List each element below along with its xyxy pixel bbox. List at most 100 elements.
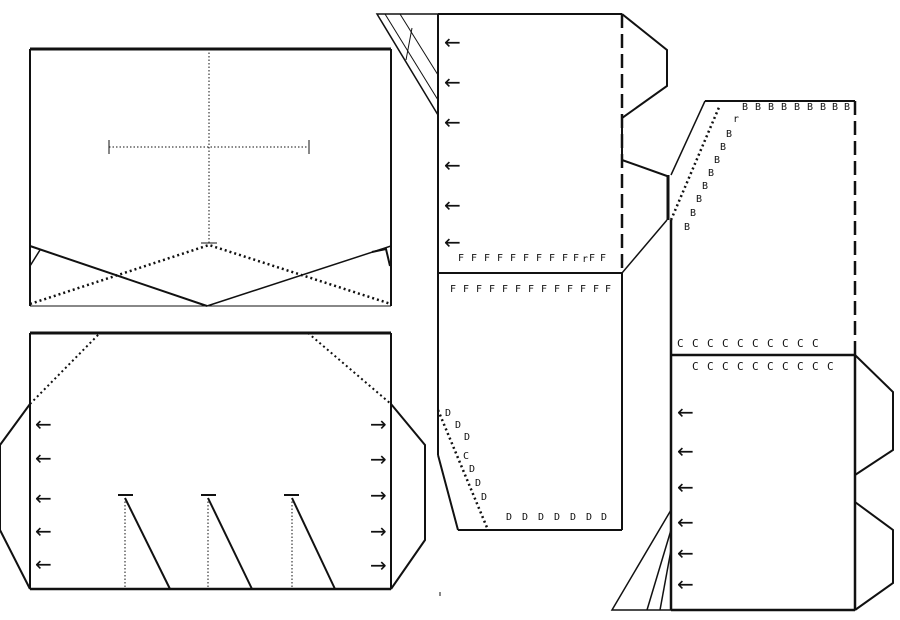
b-label: B bbox=[726, 129, 732, 140]
c-label: C bbox=[722, 337, 729, 350]
middle-f-row-upper: F F F F F F F F F F r F F bbox=[458, 253, 606, 265]
c-label: C bbox=[722, 360, 729, 373]
c-label: C bbox=[812, 337, 819, 350]
f-label: F bbox=[523, 253, 529, 264]
left-arrow: ← bbox=[444, 230, 461, 254]
left-bottom-left-arrows: ← ← ← ← ← bbox=[35, 412, 52, 576]
right-arrow: → bbox=[370, 447, 387, 471]
left-bottom-right-arrows: → → → → → bbox=[370, 412, 387, 577]
f-label: F bbox=[600, 253, 606, 264]
right-arrow: → bbox=[370, 483, 387, 507]
left-top-piece bbox=[29, 47, 392, 307]
f-label: F bbox=[573, 253, 579, 264]
left-arrow: ← bbox=[444, 110, 461, 134]
c-label: C bbox=[797, 337, 804, 350]
right-piece bbox=[610, 100, 894, 612]
c-label: C bbox=[767, 360, 774, 373]
f-label: F bbox=[549, 253, 555, 264]
left-arrow: ← bbox=[35, 412, 52, 436]
right-arrow: → bbox=[370, 553, 387, 577]
d-label: D bbox=[506, 512, 512, 523]
f-label: F bbox=[515, 284, 521, 295]
right-c-row-upper: C C C C C C C C C C bbox=[677, 337, 819, 350]
f-label: r bbox=[582, 254, 588, 265]
f-label: F bbox=[536, 253, 542, 264]
d-label: D bbox=[475, 478, 481, 489]
right-arrows: ← ← ← ← ← ← bbox=[677, 400, 694, 596]
d-label: D bbox=[464, 432, 470, 443]
d-label: D bbox=[586, 512, 592, 523]
d-label: D bbox=[455, 420, 461, 431]
b-label: B bbox=[820, 102, 826, 113]
b-label: B bbox=[742, 102, 748, 113]
c-label: C bbox=[782, 360, 789, 373]
c-label: C bbox=[707, 337, 714, 350]
middle-d-row-bottom: D D D D D D D bbox=[506, 512, 607, 523]
left-arrow: ← bbox=[677, 541, 694, 565]
left-arrow: ← bbox=[35, 446, 52, 470]
c-label: C bbox=[677, 337, 684, 350]
b-label: B bbox=[720, 142, 726, 153]
b-label: B bbox=[807, 102, 813, 113]
c-label: C bbox=[782, 337, 789, 350]
b-label: B bbox=[714, 155, 720, 166]
left-bottom-piece bbox=[0, 331, 426, 591]
f-label: F bbox=[593, 284, 599, 295]
middle-piece bbox=[375, 13, 668, 596]
b-label: B bbox=[708, 168, 714, 179]
f-label: F bbox=[450, 284, 456, 295]
right-arrow: → bbox=[370, 412, 387, 436]
d-label: D bbox=[445, 408, 451, 419]
left-arrow: ← bbox=[35, 486, 52, 510]
c-label: C bbox=[692, 337, 699, 350]
c-label: C bbox=[737, 337, 744, 350]
c-label: C bbox=[827, 360, 834, 373]
b-label: B bbox=[768, 102, 774, 113]
b-label: B bbox=[794, 102, 800, 113]
c-label: C bbox=[812, 360, 819, 373]
c-label: C bbox=[707, 360, 714, 373]
left-arrow: ← bbox=[35, 519, 52, 543]
f-label: F bbox=[589, 253, 595, 264]
b-label: B bbox=[781, 102, 787, 113]
left-arrow: ← bbox=[677, 400, 694, 424]
f-label: F bbox=[476, 284, 482, 295]
b-label: B bbox=[702, 181, 708, 192]
left-arrow: ← bbox=[444, 30, 461, 54]
b-label: B bbox=[690, 208, 696, 219]
right-b-diagonal: r B B B B B B B B bbox=[684, 114, 739, 233]
b-label: r bbox=[733, 114, 739, 125]
right-b-row-top: B B B B B B B B B bbox=[742, 102, 850, 113]
f-label: F bbox=[541, 284, 547, 295]
b-label: B bbox=[696, 194, 702, 205]
middle-d-diagonal: D D D C D D D bbox=[445, 408, 487, 503]
c-label: C bbox=[752, 337, 759, 350]
left-arrow: ← bbox=[444, 193, 461, 217]
f-label: F bbox=[489, 284, 495, 295]
b-label: B bbox=[755, 102, 761, 113]
f-label: F bbox=[497, 253, 503, 264]
right-arrow: → bbox=[370, 519, 387, 543]
d-label: D bbox=[601, 512, 607, 523]
middle-arrows: ← ← ← ← ← ← bbox=[444, 30, 461, 254]
f-label: F bbox=[458, 253, 464, 264]
left-arrow: ← bbox=[444, 153, 461, 177]
left-arrow: ← bbox=[444, 70, 461, 94]
b-label: B bbox=[832, 102, 838, 113]
d-label: D bbox=[481, 492, 487, 503]
left-arrow: ← bbox=[677, 572, 694, 596]
left-arrow: ← bbox=[35, 552, 52, 576]
c-label: C bbox=[767, 337, 774, 350]
f-label: F bbox=[471, 253, 477, 264]
f-label: F bbox=[605, 284, 611, 295]
d-label: D bbox=[522, 512, 528, 523]
right-c-row-lower: C C C C C C C C C C bbox=[692, 360, 834, 373]
f-label: F bbox=[580, 284, 586, 295]
f-label: F bbox=[554, 284, 560, 295]
f-label: F bbox=[567, 284, 573, 295]
c-label: C bbox=[752, 360, 759, 373]
f-label: F bbox=[528, 284, 534, 295]
d-label: D bbox=[570, 512, 576, 523]
f-label: F bbox=[484, 253, 490, 264]
